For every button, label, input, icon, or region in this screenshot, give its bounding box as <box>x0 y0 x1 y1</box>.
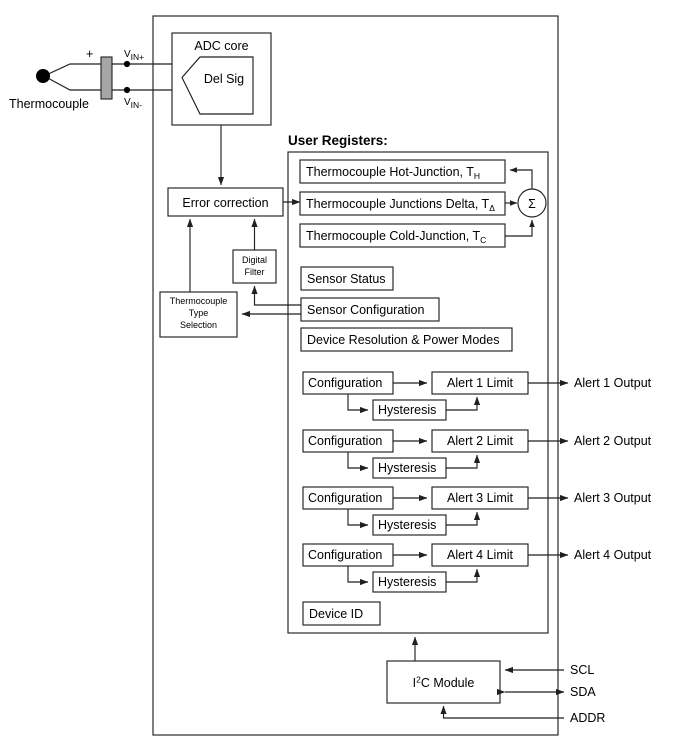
alert-4-hysteresis-label: Hysteresis <box>378 575 436 589</box>
del-sig-shape <box>181 56 254 115</box>
alert-2-hysteresis-to-limit-line <box>446 454 481 469</box>
cold-junction-to-sum-line <box>505 219 535 237</box>
i2c-module-label: I2C Module <box>413 675 475 691</box>
sum-to-hot-junction-line <box>509 167 533 189</box>
junctions-delta-label: Thermocouple Junctions Delta, TΔ <box>306 197 495 213</box>
alert-3-output-label: Alert 3 Output <box>574 491 652 505</box>
alert-2-config-to-hysteresis-line <box>347 452 369 472</box>
type-selection-label-line3: Selection <box>180 320 217 330</box>
scl-label: SCL <box>570 663 594 677</box>
thermocouple-type-selection-block: Thermocouple Type Selection <box>159 291 238 338</box>
error-correction-box <box>167 187 284 217</box>
device-boundary <box>152 15 559 736</box>
thermocouple-junction-dot <box>36 69 50 83</box>
thermocouple-wire-plus <box>43 63 104 77</box>
summing-junction-symbol: Σ <box>528 197 536 211</box>
alert-4-limit-label: Alert 4 Limit <box>447 548 514 562</box>
alert-channel-1: Configuration Alert 1 Limit Hysteresis A… <box>302 371 652 421</box>
register-hot-junction: Thermocouple Hot-Junction, TH <box>299 159 506 184</box>
device-id-label: Device ID <box>309 607 363 621</box>
alert-1-configuration-label: Configuration <box>308 376 382 390</box>
user-registers-boundary <box>287 151 549 634</box>
cold-junction-label: Thermocouple Cold-Junction, TC <box>306 229 486 245</box>
type-selection-label-line1: Thermocouple <box>170 296 228 306</box>
user-registers-heading: User Registers: <box>288 133 388 148</box>
sensor-configuration-label: Sensor Configuration <box>307 303 424 317</box>
register-cold-junction: Thermocouple Cold-Junction, TC <box>299 223 506 248</box>
alert-3-configuration-label: Configuration <box>308 491 382 505</box>
vin-plus-node-dot <box>123 60 131 68</box>
alert-channel-4: Configuration Alert 4 Limit Hysteresis A… <box>302 543 652 593</box>
adc-core-block: ADC core Del Sig <box>171 32 272 126</box>
adc-core-title: ADC core <box>194 39 248 53</box>
summing-junction: Σ <box>517 188 547 218</box>
hot-junction-label: Thermocouple Hot-Junction, TH <box>306 165 480 181</box>
alert-1-config-to-hysteresis-line <box>347 394 369 414</box>
type-selection-box <box>159 291 238 338</box>
alert-1-hysteresis-to-limit-line <box>446 396 481 411</box>
register-junctions-delta: Thermocouple Junctions Delta, TΔ <box>299 191 506 216</box>
i2c-module-block: I2C Module <box>386 660 501 704</box>
thermocouple-label: Thermocouple <box>9 97 89 111</box>
vin-minus-label: VIN- <box>124 97 142 110</box>
digital-filter-label-line2: Filter <box>245 267 265 277</box>
error-correction-block: Error correction <box>167 187 284 217</box>
alert-3-hysteresis-label: Hysteresis <box>378 518 436 532</box>
sensor-status-label: Sensor Status <box>307 272 386 286</box>
alert-2-limit-label: Alert 2 Limit <box>447 434 514 448</box>
addr-line <box>440 705 564 719</box>
thermocouple-connector-bar <box>100 56 113 100</box>
alert-2-configuration-label: Configuration <box>308 434 382 448</box>
vin-plus-label: VIN+ <box>124 49 144 62</box>
alert-4-configuration-label: Configuration <box>308 548 382 562</box>
device-resolution-label: Device Resolution & Power Modes <box>307 333 499 347</box>
sda-label: SDA <box>570 685 596 699</box>
thermocouple-wire-minus <box>43 75 104 91</box>
error-correction-label: Error correction <box>182 196 268 210</box>
alert-3-hysteresis-to-limit-line <box>446 511 481 526</box>
addr-label: ADDR <box>570 711 605 725</box>
del-sig-label: Del Sig <box>204 72 244 86</box>
alert-3-config-to-hysteresis-line <box>347 509 369 529</box>
alert-4-hysteresis-to-limit-line <box>446 568 481 583</box>
register-device-resolution: Device Resolution & Power Modes <box>300 327 513 352</box>
alert-2-output-label: Alert 2 Output <box>574 434 652 448</box>
device-resolution-box <box>300 327 513 352</box>
alert-4-output-label: Alert 4 Output <box>574 548 652 562</box>
digital-filter-block: Digital Filter <box>232 249 277 284</box>
alert-1-output-label: Alert 1 Output <box>574 376 652 390</box>
i2c-module-box <box>386 660 501 704</box>
alert-1-limit-label: Alert 1 Limit <box>447 376 514 390</box>
digital-filter-label-line1: Digital <box>242 255 267 265</box>
alert-2-hysteresis-label: Hysteresis <box>378 461 436 475</box>
register-device-id: Device ID <box>302 601 381 626</box>
device-id-box <box>302 601 381 626</box>
hot-junction-box <box>299 159 506 184</box>
digital-filter-box <box>232 249 277 284</box>
alert-channel-2: Configuration Alert 2 Limit Hysteresis A… <box>302 429 652 479</box>
alert-channel-3: Configuration Alert 3 Limit Hysteresis A… <box>302 486 652 536</box>
polarity-plus-label: + <box>86 47 93 61</box>
type-selection-label-line2: Type <box>189 308 209 318</box>
vin-minus-node-dot <box>123 86 131 94</box>
alert-4-config-to-hysteresis-line <box>347 566 369 586</box>
sensor-status-box <box>300 266 394 291</box>
register-sensor-status: Sensor Status <box>300 266 394 291</box>
sensor-configuration-box <box>300 297 440 322</box>
bus-signals-group: SCL SDA ADDR <box>440 663 605 725</box>
sensor-config-to-digital-filter-line <box>251 285 301 306</box>
alert-1-hysteresis-label: Hysteresis <box>378 403 436 417</box>
alert-3-limit-label: Alert 3 Limit <box>447 491 514 505</box>
register-sensor-configuration: Sensor Configuration <box>300 297 440 322</box>
